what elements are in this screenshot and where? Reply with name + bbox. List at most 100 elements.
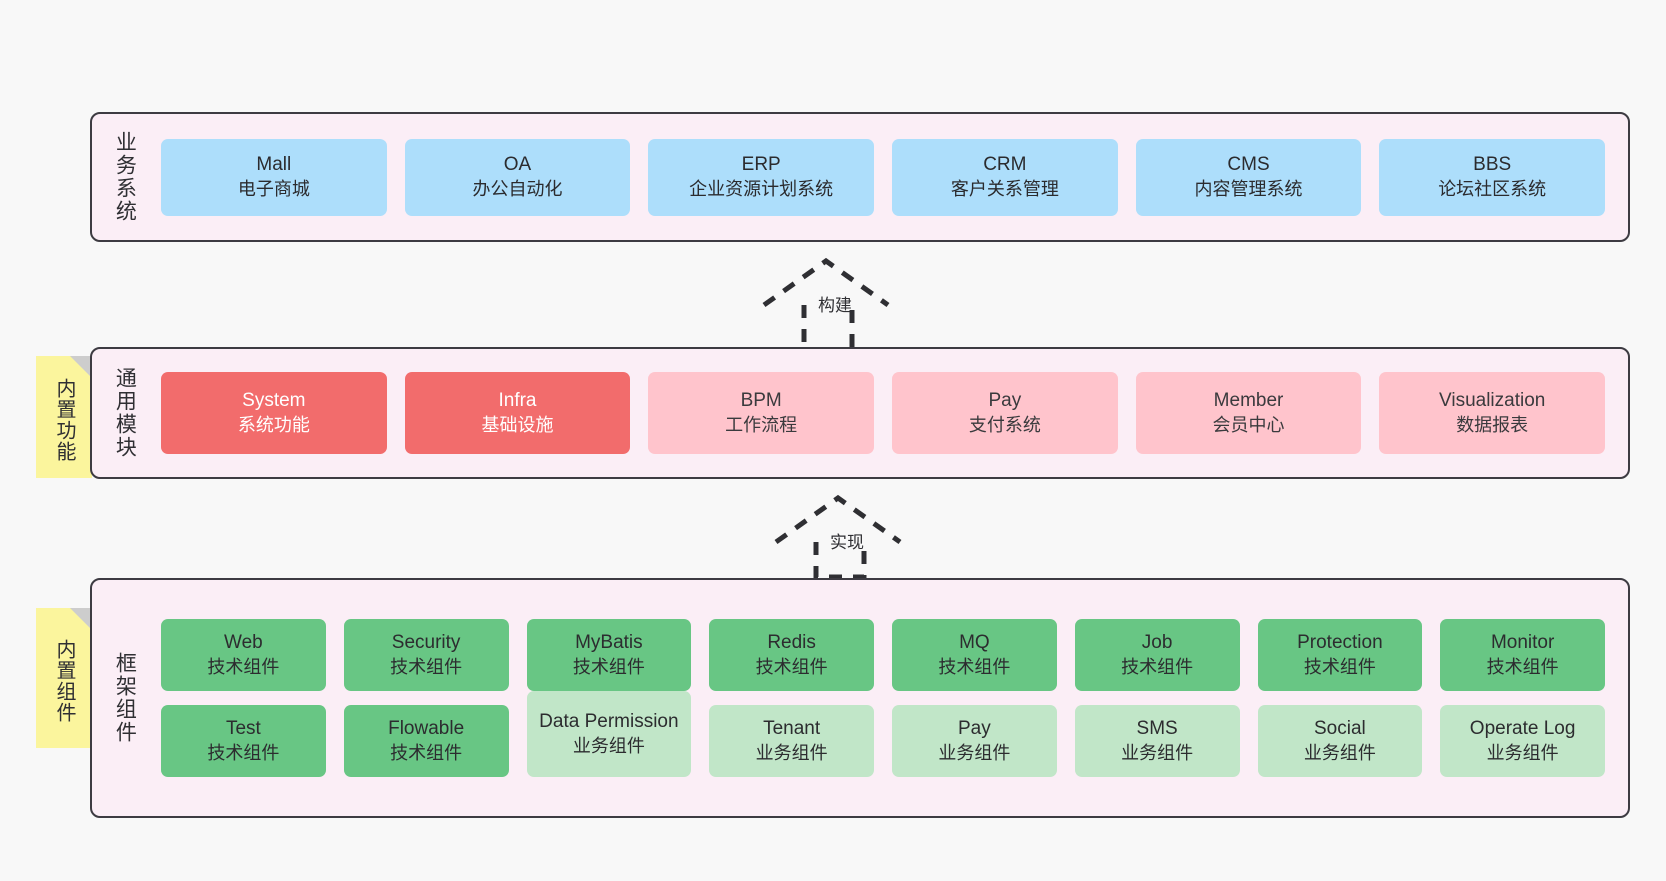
- card-web[interactable]: Web 技术组件: [161, 619, 326, 691]
- card-mybatis[interactable]: MyBatis 技术组件: [526, 619, 692, 691]
- card-subtitle: 系统功能: [237, 414, 310, 435]
- card-data-permission[interactable]: Data Permission 业务组件: [526, 691, 692, 777]
- layer-business-systems: 业务系统 Mall 电子商城 OA 办公自动化 ERP 企业资源计划系统 CRM…: [90, 112, 1630, 242]
- card-subtitle: 数据报表: [1456, 414, 1529, 435]
- build-arrow-icon: [762, 257, 890, 353]
- card-title: Pay: [988, 390, 1022, 412]
- card-title: Redis: [767, 632, 816, 654]
- layer-items-framework-components: Web 技术组件 Security 技术组件 MyBatis 技术组件 Redi…: [146, 580, 1628, 816]
- card-subtitle: 技术组件: [390, 656, 463, 677]
- card-subtitle: 技术组件: [207, 742, 280, 763]
- card-subtitle: 业务组件: [1303, 742, 1376, 763]
- card-title: CRM: [983, 154, 1027, 176]
- card-title: BBS: [1473, 154, 1512, 176]
- card-title: ERP: [741, 154, 781, 176]
- layer-title-business-systems: 业务系统: [113, 131, 137, 223]
- card-crm[interactable]: CRM 客户关系管理: [892, 138, 1118, 216]
- note-builtin-features: 内置功能: [36, 356, 92, 478]
- note-fold-corner-icon: [70, 608, 92, 630]
- card-title: MQ: [959, 632, 990, 654]
- card-subtitle: 业务组件: [1121, 742, 1194, 763]
- card-job[interactable]: Job 技术组件: [1074, 619, 1240, 691]
- card-subtitle: 业务组件: [938, 742, 1011, 763]
- card-bbs[interactable]: BBS 论坛社区系统: [1379, 138, 1606, 216]
- note-label: 内置功能: [53, 378, 75, 462]
- card-subtitle: 技术组件: [572, 656, 645, 677]
- card-bpm[interactable]: BPM 工作流程: [648, 372, 875, 454]
- note-builtin-components: 内置组件: [36, 608, 92, 748]
- note-label: 内置组件: [53, 639, 75, 723]
- card-title: Visualization: [1439, 390, 1546, 412]
- framework-row-business: Test 技术组件 Flowable 技术组件 Data Permission …: [152, 691, 1614, 777]
- card-title: SMS: [1136, 718, 1178, 740]
- card-oa[interactable]: OA 办公自动化: [404, 138, 631, 216]
- card-subtitle: 技术组件: [1303, 656, 1376, 677]
- card-title: Web: [224, 632, 263, 654]
- card-operate-log[interactable]: Operate Log 业务组件: [1440, 705, 1605, 777]
- card-title: OA: [503, 154, 532, 176]
- card-title: MyBatis: [575, 632, 643, 654]
- card-title: Operate Log: [1469, 718, 1576, 740]
- connector-build: 构建: [760, 255, 960, 355]
- card-security[interactable]: Security 技术组件: [343, 619, 509, 691]
- card-subtitle: 技术组件: [755, 656, 828, 677]
- card-title: Member: [1213, 390, 1284, 412]
- layer-title-framework-components: 框架组件: [113, 652, 137, 744]
- card-tenant[interactable]: Tenant 业务组件: [709, 705, 874, 777]
- card-subtitle: 基础设施: [481, 414, 554, 435]
- card-subtitle: 技术组件: [207, 656, 280, 677]
- card-title: CMS: [1227, 154, 1270, 176]
- card-pay-module[interactable]: Pay 支付系统: [892, 372, 1118, 454]
- card-title: Protection: [1297, 632, 1383, 654]
- card-title: System: [242, 390, 306, 412]
- card-mall[interactable]: Mall 电子商城: [161, 138, 387, 216]
- card-title: Flowable: [388, 718, 465, 740]
- card-title: Job: [1141, 632, 1173, 654]
- card-subtitle: 技术组件: [1121, 656, 1194, 677]
- layer-title-common-modules: 通用模块: [113, 367, 137, 459]
- card-title: Monitor: [1490, 632, 1555, 654]
- card-redis[interactable]: Redis 技术组件: [709, 619, 874, 691]
- card-monitor[interactable]: Monitor 技术组件: [1440, 619, 1605, 691]
- card-title: BPM: [740, 390, 782, 412]
- implement-arrow-icon: [774, 494, 902, 580]
- card-pay-component[interactable]: Pay 业务组件: [892, 705, 1057, 777]
- card-title: Test: [225, 718, 261, 740]
- card-subtitle: 技术组件: [938, 656, 1011, 677]
- card-system[interactable]: System 系统功能: [161, 372, 387, 454]
- card-subtitle: 办公自动化: [472, 178, 563, 199]
- card-subtitle: 支付系统: [968, 414, 1041, 435]
- card-protection[interactable]: Protection 技术组件: [1257, 619, 1423, 691]
- layer-items-common-modules: System 系统功能 Infra 基础设施 BPM 工作流程 Pay 支付系统…: [146, 349, 1628, 477]
- card-mq[interactable]: MQ 技术组件: [892, 619, 1057, 691]
- card-subtitle: 企业资源计划系统: [689, 178, 834, 199]
- card-title: Mall: [256, 154, 292, 176]
- card-infra[interactable]: Infra 基础设施: [404, 372, 631, 454]
- card-subtitle: 会员中心: [1212, 414, 1285, 435]
- connector-build-label: 构建: [818, 296, 852, 315]
- card-title: Social: [1314, 718, 1366, 740]
- framework-row-technical: Web 技术组件 Security 技术组件 MyBatis 技术组件 Redi…: [152, 619, 1614, 691]
- connector-implement-label: 实现: [830, 533, 864, 552]
- card-member[interactable]: Member 会员中心: [1135, 372, 1362, 454]
- card-visualization[interactable]: Visualization 数据报表: [1379, 372, 1606, 454]
- card-sms[interactable]: SMS 业务组件: [1074, 705, 1240, 777]
- card-subtitle: 技术组件: [1486, 656, 1559, 677]
- layer-framework-components: 框架组件 Web 技术组件 Security 技术组件 MyBatis 技术组件…: [90, 578, 1630, 818]
- card-social[interactable]: Social 业务组件: [1257, 705, 1423, 777]
- card-subtitle: 业务组件: [572, 735, 645, 756]
- card-cms[interactable]: CMS 内容管理系统: [1135, 138, 1362, 216]
- card-subtitle: 电子商城: [237, 178, 310, 199]
- card-title: Pay: [958, 718, 991, 740]
- card-subtitle: 业务组件: [1486, 742, 1559, 763]
- note-fold-corner-icon: [70, 356, 92, 378]
- card-title: Infra: [498, 390, 537, 412]
- card-subtitle: 内容管理系统: [1194, 178, 1303, 199]
- card-flowable[interactable]: Flowable 技术组件: [343, 705, 509, 777]
- card-erp[interactable]: ERP 企业资源计划系统: [648, 138, 875, 216]
- card-test[interactable]: Test 技术组件: [161, 705, 326, 777]
- card-title: Data Permission: [539, 711, 679, 733]
- card-subtitle: 论坛社区系统: [1438, 178, 1547, 199]
- card-title: Tenant: [763, 718, 821, 740]
